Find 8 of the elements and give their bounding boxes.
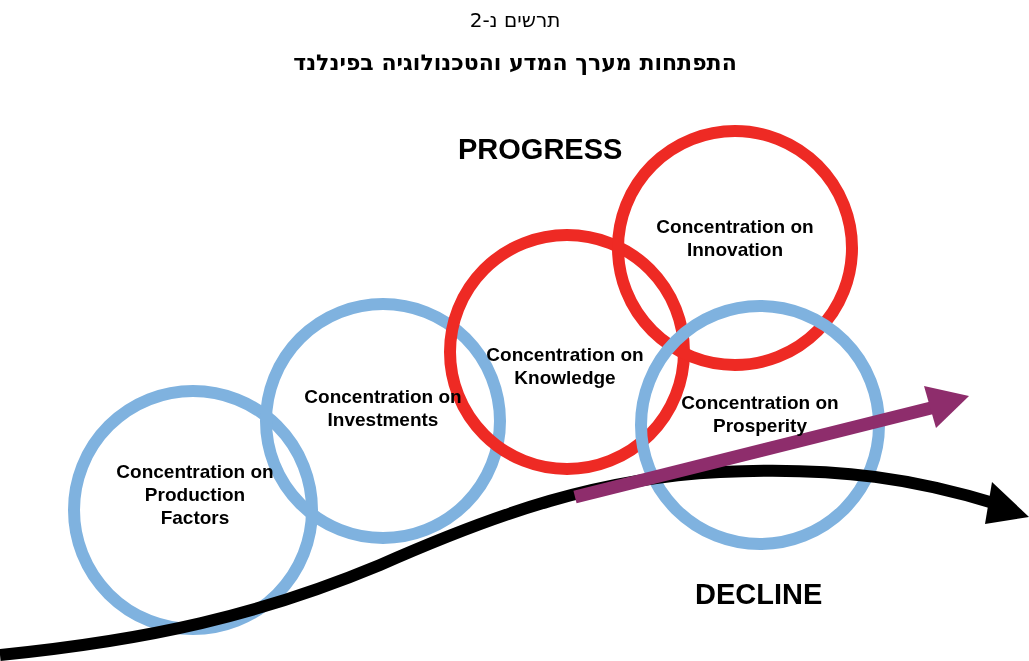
title: התפתחות מערך המדע והטכנולוגיה בפינלנד [292,50,738,75]
progress-label: PROGRESS [458,133,623,166]
ring-label: Concentration on Knowledge [485,343,645,389]
decline-label: DECLINE [695,578,823,611]
ring-label: Concentration on Prosperity [680,391,840,437]
ring-label: Concentration on Production Factors [115,460,275,529]
figure-number: תרשים נ-2 [468,8,562,32]
ring-label: Concentration on Innovation [655,215,815,261]
